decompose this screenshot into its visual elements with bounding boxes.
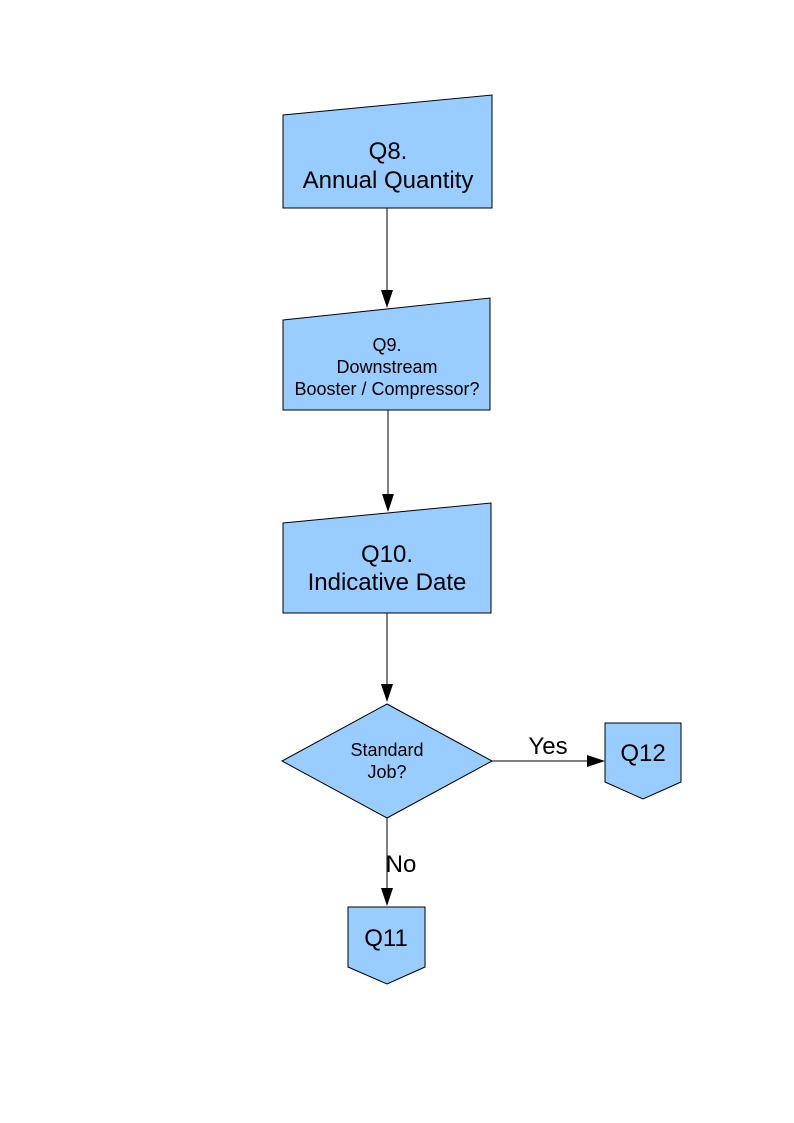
arrowhead-right-icon bbox=[587, 755, 605, 767]
arrowhead-down-icon bbox=[381, 684, 393, 702]
node-q9-label-line3: Booster / Compressor? bbox=[294, 379, 479, 399]
decision-label-line1: Standard bbox=[350, 740, 423, 760]
edge-label-yes: Yes bbox=[528, 733, 567, 760]
node-q12: Q12 bbox=[604, 722, 682, 800]
manual-input-border-q9 bbox=[282, 297, 491, 411]
connector-q10-decision bbox=[381, 613, 393, 702]
off-page-connector-border-q12 bbox=[604, 722, 682, 800]
arrowhead-down-icon bbox=[382, 494, 394, 512]
node-q9: Q9. Downstream Booster / Compressor? bbox=[282, 297, 491, 411]
manual-input-shape-q8 bbox=[283, 95, 492, 208]
node-q8-label-line1: Q8. bbox=[369, 138, 408, 165]
node-q10-label-line2: Indicative Date bbox=[308, 569, 467, 596]
node-q12-label: Q12 bbox=[620, 740, 665, 767]
node-q8: Q8. Annual Quantity bbox=[282, 94, 493, 209]
decision-diamond-shape bbox=[282, 704, 492, 818]
node-q8-label-line2: Annual Quantity bbox=[303, 167, 474, 194]
decision-label-line2: Job? bbox=[367, 762, 406, 782]
connector-q8-q9 bbox=[381, 208, 393, 308]
manual-input-border-q8 bbox=[282, 94, 493, 209]
manual-input-shape-q10 bbox=[283, 503, 491, 613]
node-q11: Q11 bbox=[347, 906, 426, 985]
connector-no: No bbox=[381, 818, 416, 906]
node-q9-label-line2: Downstream bbox=[336, 357, 437, 377]
node-decision: Standard Job? bbox=[280, 703, 494, 819]
manual-input-shape-q9 bbox=[283, 298, 490, 410]
off-page-connector-shape-q12 bbox=[605, 723, 681, 799]
manual-input-border-q10 bbox=[282, 502, 492, 614]
connector-yes: Yes bbox=[492, 733, 605, 767]
node-q10: Q10. Indicative Date bbox=[282, 502, 492, 614]
node-q11-label: Q11 bbox=[364, 925, 408, 952]
arrowhead-down-icon bbox=[381, 290, 393, 308]
off-page-connector-shape-q11 bbox=[348, 907, 425, 984]
arrowhead-down-icon bbox=[381, 888, 393, 906]
connector-q9-q10 bbox=[382, 410, 394, 512]
node-q9-label-line1: Q9. bbox=[372, 335, 401, 355]
edge-label-no: No bbox=[386, 851, 417, 878]
node-q10-label-line1: Q10. bbox=[361, 541, 413, 568]
off-page-connector-border-q11 bbox=[347, 906, 426, 985]
